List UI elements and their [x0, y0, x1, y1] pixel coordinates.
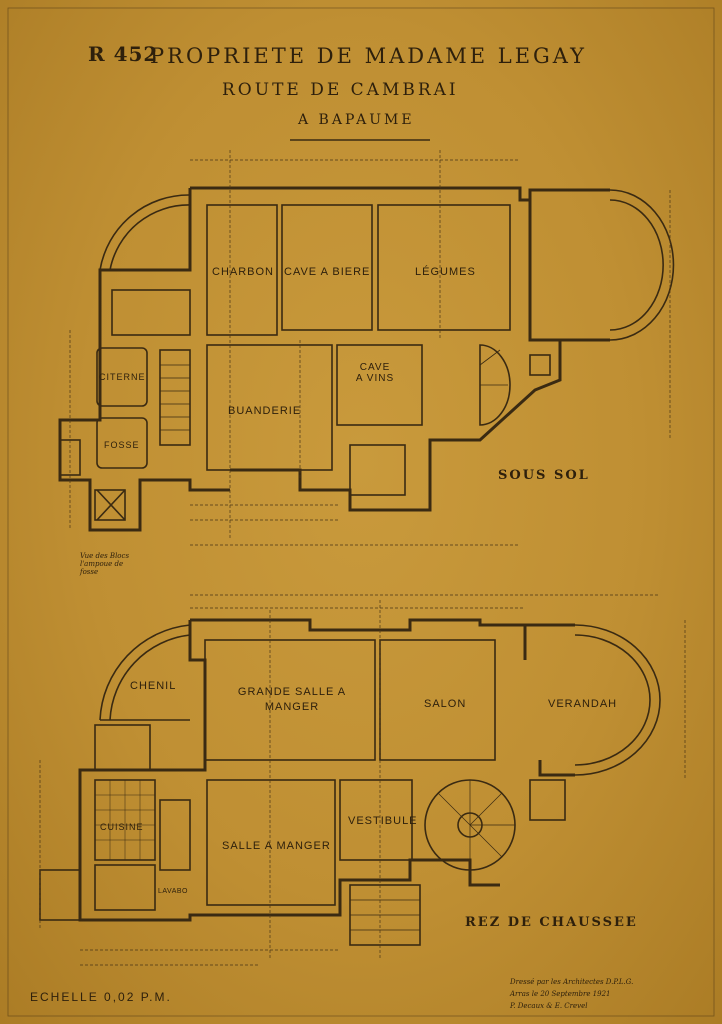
plan-subtitle: ROUTE DE CAMBRAI	[222, 80, 459, 100]
plan-location: A BAPAUME	[298, 112, 415, 128]
room-cuisine: CUISINE	[100, 822, 144, 832]
architect-names: P. Decaux & E. Crevel	[510, 1002, 588, 1010]
reference-number: R 452	[88, 42, 159, 66]
room-buanderie: BUANDERIE	[228, 405, 302, 417]
room-cave-a-biere: CAVE A BIERE	[284, 266, 371, 278]
room-citerne: CITERNE	[99, 372, 146, 382]
room-lavabo: LAVABO	[158, 888, 188, 895]
plan-title: PROPRIETE DE MADAME LEGAY	[150, 44, 587, 68]
room-vestibule: VESTIBULE	[348, 815, 418, 827]
basement-plan	[58, 150, 675, 546]
basement-label: SOUS SOL	[498, 468, 590, 483]
ground-floor-label: REZ DE CHAUSSEE	[465, 915, 638, 930]
basement-note: Vue des Blocs l'ampoue de fosse	[80, 552, 130, 576]
room-legumes: LÉGUMES	[415, 266, 476, 278]
scale-label: ECHELLE 0,02 P.M.	[30, 990, 172, 1004]
room-fosse: FOSSE	[104, 440, 140, 450]
architect-credit: Dressé par les Architectes D.P.L.G.	[510, 978, 634, 986]
architect-date: Arras le 20 Septembre 1921	[510, 990, 611, 998]
room-cave-a-vins: CAVE A VINS	[355, 362, 395, 384]
ground-floor-plan	[39, 594, 686, 966]
room-salle-a-manger: SALLE A MANGER	[222, 840, 331, 852]
room-charbon: CHARBON	[212, 266, 275, 278]
room-verandah: VERANDAH	[548, 698, 618, 710]
room-chenil: CHENIL	[130, 680, 177, 692]
room-salon: SALON	[424, 698, 467, 710]
room-grande-salle-a-manger: GRANDE SALLE A MANGER	[237, 686, 347, 713]
